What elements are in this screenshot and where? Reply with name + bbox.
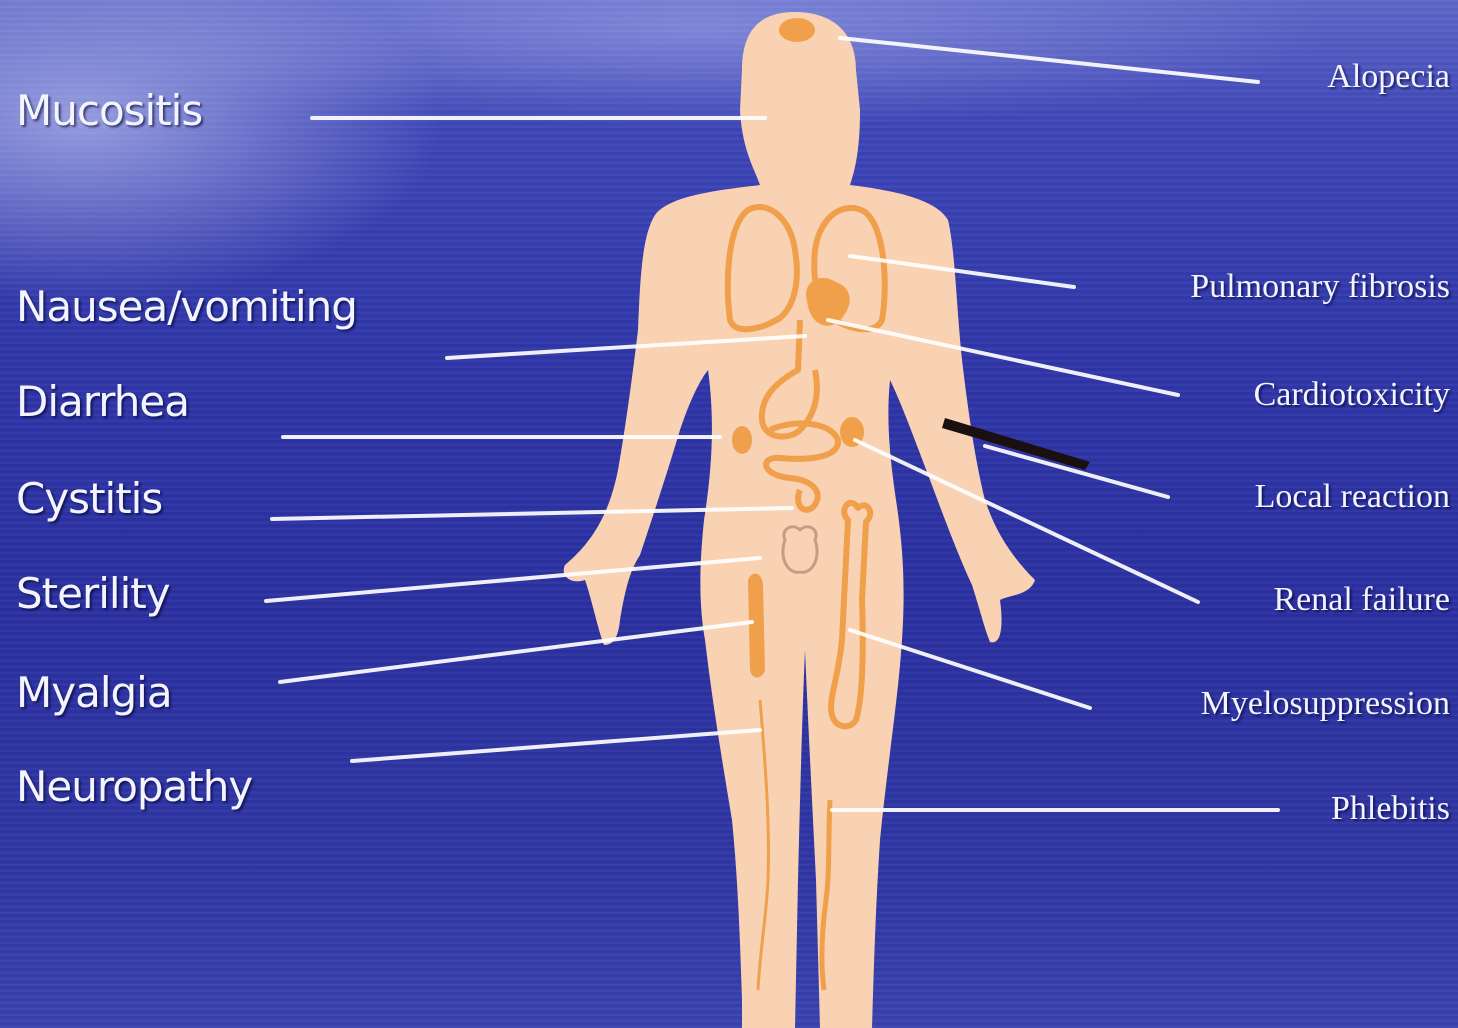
scalp-spot: [779, 18, 815, 42]
label-cardiotoxicity: Cardiotoxicity: [1254, 378, 1450, 412]
label-neuropathy: Neuropathy: [16, 766, 252, 808]
line-sterility: [266, 558, 760, 601]
label-phlebitis: Phlebitis: [1331, 792, 1450, 826]
label-myelosuppression: Myelosuppression: [1201, 687, 1450, 721]
line-myalgia: [280, 622, 752, 682]
label-myalgia: Myalgia: [16, 672, 172, 714]
label-local-reaction: Local reaction: [1255, 480, 1450, 514]
kidney-left: [732, 426, 752, 454]
label-nausea-vomiting: Nausea/vomiting: [16, 286, 357, 328]
label-sterility: Sterility: [16, 573, 170, 615]
line-neuropathy: [352, 730, 760, 761]
label-alopecia: Alopecia: [1327, 60, 1450, 94]
label-cystitis: Cystitis: [16, 478, 162, 520]
label-pulmonary-fibrosis: Pulmonary fibrosis: [1190, 270, 1450, 304]
line-local: [985, 446, 1168, 497]
line-alopecia: [840, 38, 1258, 82]
label-mucositis: Mucositis: [16, 90, 202, 132]
thigh-muscle: [748, 574, 765, 678]
label-renal-failure: Renal failure: [1273, 583, 1450, 617]
heart: [809, 281, 847, 323]
label-diarrhea: Diarrhea: [16, 381, 189, 423]
